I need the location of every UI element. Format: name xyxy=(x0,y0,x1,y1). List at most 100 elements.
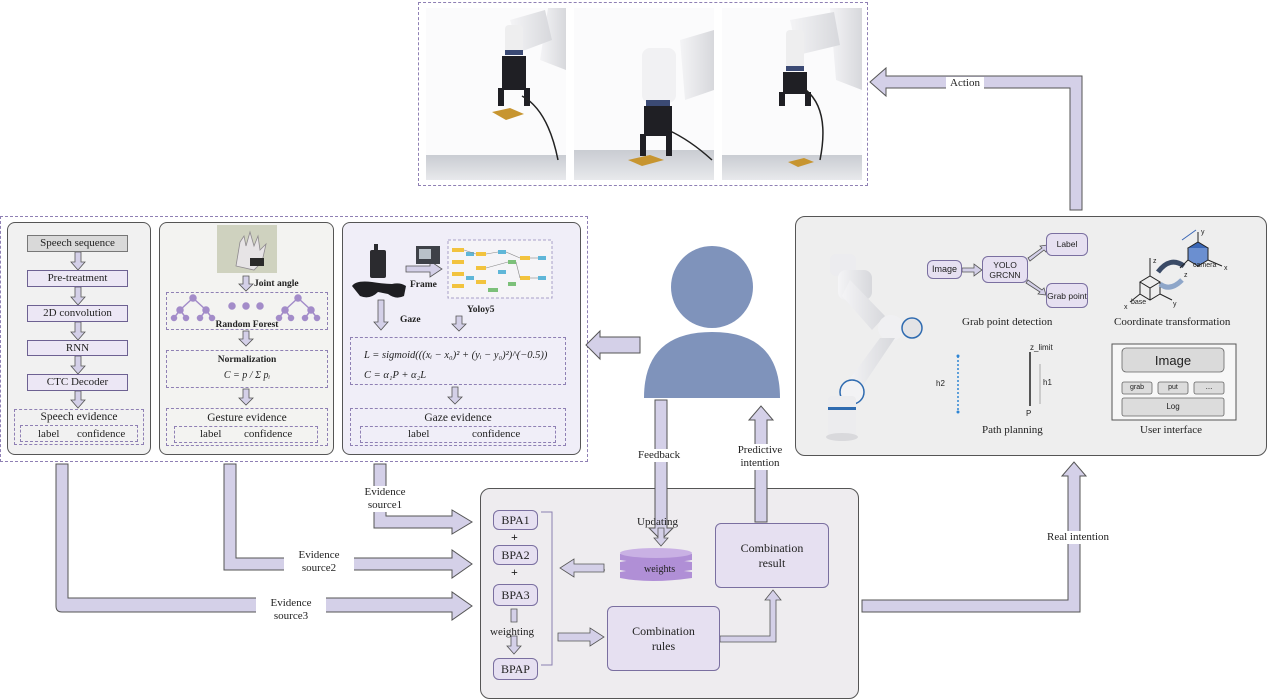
frame-thumbnail xyxy=(416,246,440,264)
rnn-box: RNN xyxy=(27,340,128,356)
action-label: Action xyxy=(946,77,984,90)
weights-label: weights xyxy=(644,564,676,575)
plus-sign-1: + xyxy=(511,530,518,544)
evidence-source1-label: Evidence source1 xyxy=(352,486,418,512)
ui-put-button: put xyxy=(1168,384,1178,391)
speech-evidence-box xyxy=(14,409,144,445)
user-interface-mock xyxy=(1111,343,1237,421)
path-planning-label: Path planning xyxy=(982,424,1043,436)
weighting-to-rules-arrow xyxy=(557,627,605,647)
rotation-arrow-icon xyxy=(1156,259,1186,290)
label-output-box: Label xyxy=(1046,233,1088,256)
evidence-source3-arrow xyxy=(55,463,473,621)
base-frame-icon xyxy=(1129,258,1173,303)
gesture-label-field: label xyxy=(200,428,222,440)
weights-database-icon xyxy=(620,548,692,581)
ui-image-field: Image xyxy=(1154,353,1192,368)
yolo-label: Yoloy5 xyxy=(467,305,495,315)
gaze-evidence-fields xyxy=(360,426,556,443)
rules-to-result-arrow xyxy=(719,589,782,643)
robot-photo-2 xyxy=(574,8,714,180)
frame-label: Frame xyxy=(410,280,437,290)
random-forest-trees-icon xyxy=(170,294,321,322)
pre-treatment-box: Pre-treatment xyxy=(27,270,128,287)
combination-result-box: Combination result xyxy=(715,523,829,588)
plus-sign-2: + xyxy=(511,565,518,579)
ui-log-field: Log xyxy=(1166,402,1180,411)
yolo-grcnn-box: YOLO GRCNN xyxy=(982,256,1028,283)
user-interface-label: User interface xyxy=(1140,424,1202,436)
evidence-source3-label: Evidence source3 xyxy=(256,597,326,623)
axis-x-base: x xyxy=(1124,304,1128,311)
camera-frame-icon xyxy=(1179,229,1223,269)
real-intention-label: Real intention xyxy=(1044,531,1113,544)
grab-point-output-box: Grab point xyxy=(1046,283,1088,308)
robot-photo-strip xyxy=(418,2,868,186)
glove-photo xyxy=(217,225,277,273)
robot-photo-1 xyxy=(426,8,566,180)
ctc-decoder-box: CTC Decoder xyxy=(27,374,128,391)
speech-sequence-box: Speech sequence xyxy=(27,235,128,252)
updating-label: Updating xyxy=(637,516,678,528)
gesture-evidence-box xyxy=(166,408,328,446)
h1-label: h1 xyxy=(1043,378,1052,387)
gaze-label-field: label xyxy=(408,428,430,440)
speech-label-field: label xyxy=(38,428,60,440)
ui-grab-button: grab xyxy=(1129,384,1144,391)
person-to-inputs-arrow xyxy=(585,329,641,361)
grab-point-detection-label: Grab point detection xyxy=(962,316,1053,328)
base-frame-label: base xyxy=(1131,299,1147,306)
predictive-intention-label: Predictive intention xyxy=(730,444,790,470)
gaze-confidence-field: confidence xyxy=(472,428,521,440)
speech-confidence-field: confidence xyxy=(77,428,126,440)
bpa2-box: BPA2 xyxy=(493,545,538,565)
random-forest-label: Random Forest xyxy=(215,320,279,330)
feedback-arrow xyxy=(647,399,675,541)
speech-evidence-label: Speech evidence xyxy=(40,411,118,423)
robot-image-box: Image xyxy=(927,260,962,279)
eye-tracker-glasses-icon xyxy=(352,244,406,298)
normalization-formula: C = p / Σ pᵢ xyxy=(223,370,271,381)
h2-label: h2 xyxy=(936,379,945,388)
input-modalities-area xyxy=(0,216,588,462)
bpa1-box: BPA1 xyxy=(493,510,538,530)
weighting-label: weighting xyxy=(490,626,534,638)
normalization-label: Normalization xyxy=(217,355,277,365)
gesture-evidence-label: Gesture evidence xyxy=(207,412,287,424)
feedback-label: Feedback xyxy=(636,449,683,462)
gaze-evidence-label: Gaze evidence xyxy=(424,412,492,424)
axis-z-camera: z xyxy=(1184,272,1188,279)
robot-arm-photo xyxy=(826,254,923,441)
gaze-formula-box xyxy=(350,337,566,385)
yolo-network-diagram xyxy=(447,239,553,299)
evidence-source2-label: Evidence source2 xyxy=(284,549,354,575)
random-forest-box xyxy=(166,292,328,330)
combination-rules-box: Combination rules xyxy=(607,606,720,671)
gaze-formula-1: L = sigmoid(((xᵢ − x₀)² + (yᵢ − y₀)²)^(−… xyxy=(364,350,548,361)
human-person-icon xyxy=(644,246,780,398)
gesture-evidence-fields xyxy=(174,426,318,443)
axis-x-camera: x xyxy=(1224,265,1228,272)
robot-photo-3 xyxy=(722,8,862,180)
axis-y-camera: y xyxy=(1201,229,1205,236)
speech-evidence-fields xyxy=(20,425,138,442)
gesture-confidence-field: confidence xyxy=(244,428,293,440)
updating-arrow xyxy=(653,527,669,547)
bpap-box: BPAP xyxy=(493,658,538,680)
gaze-label: Gaze xyxy=(400,315,421,325)
gaze-evidence-box xyxy=(350,408,566,446)
bpa3-box: BPA3 xyxy=(493,584,538,606)
2d-convolution-box: 2D convolution xyxy=(27,305,128,322)
p-point-label: P xyxy=(1026,409,1032,418)
path-planning-diagram xyxy=(956,352,1041,414)
z-limit-label: z_limit xyxy=(1030,343,1053,352)
axis-y-base: y xyxy=(1173,301,1177,308)
axis-z-base: z xyxy=(1153,258,1157,265)
ui-more-button: ... xyxy=(1205,382,1213,391)
gaze-formula-2: C = α₁P + α₂L xyxy=(364,370,427,381)
coordinate-transformation-label: Coordinate transformation xyxy=(1114,316,1231,328)
camera-frame-label: camera xyxy=(1193,262,1217,269)
normalization-box xyxy=(166,350,328,388)
joint-angle-label: Joint angle xyxy=(254,279,299,289)
